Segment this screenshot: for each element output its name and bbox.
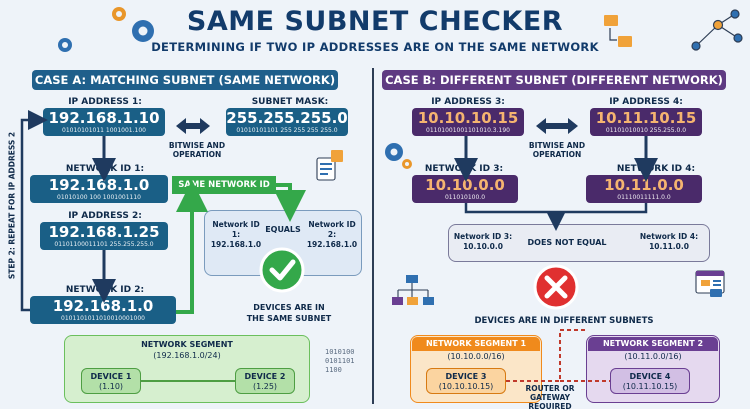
ip2-value: 192.168.1.25	[48, 223, 160, 241]
cmp-a-right-value: 192.168.1.0	[306, 240, 358, 249]
device-2-name: DEVICE 2	[244, 372, 286, 381]
cmp-b-right-label: Network ID 4:	[639, 232, 699, 241]
cmp-b-left-value: 10.10.0.0	[463, 242, 503, 251]
net1-value: 192.168.1.0	[48, 176, 150, 194]
network-icon	[691, 9, 743, 51]
segment-2-range: (10.11.0.0/16)	[624, 352, 682, 361]
mask-binary: 01010101101 255 255 255 255.0	[236, 127, 338, 134]
cmp-b-relation: DOES NOT EQUAL	[527, 238, 607, 247]
node-icon	[406, 275, 418, 283]
cmp-a-right: Network ID 2: 192.168.1.0	[303, 220, 361, 250]
bitwise-op-a: BITWISE AND OPERATION	[168, 141, 226, 159]
gear-icon	[132, 20, 154, 42]
ip3-box: 10.10.10.15 01101001001101010.3.190	[412, 108, 524, 136]
folder-icon	[604, 15, 632, 47]
net3-value: 10.10.0.0	[425, 176, 505, 194]
net2-connector	[176, 180, 208, 314]
ip1-value: 192.168.1.10	[48, 109, 160, 127]
merge-connector	[464, 203, 648, 214]
device-3: DEVICE 3 (10.10.10.15)	[426, 368, 506, 394]
ip4-label: IP ADDRESS 4:	[609, 97, 683, 107]
cmp-a-left-value: 192.168.1.0	[210, 240, 262, 249]
bitwise-op-b: BITWISE AND OPERATION	[528, 141, 586, 159]
net4-value: 10.11.0.0	[604, 176, 684, 194]
cmp-a-right-label: Network ID 2:	[308, 220, 356, 239]
browser-window-icon	[695, 270, 725, 297]
ip3-label: IP ADDRESS 3:	[431, 97, 505, 107]
net4-binary: 01110011111.0.0	[617, 194, 671, 201]
ip4-value: 10.11.10.15	[595, 109, 697, 127]
device-2-ip: (1.25)	[252, 382, 278, 391]
device-1: DEVICE 1 (1.10)	[81, 368, 141, 394]
center-divider	[372, 68, 374, 404]
check-icon	[259, 247, 305, 293]
cross-icon	[533, 264, 579, 310]
net2-value: 192.168.1.0	[52, 297, 154, 315]
ip4-box: 10.11.10.15 01101010010 255.255.0.0	[590, 108, 702, 136]
result-a: DEVICES ARE IN THE SAME SUBNET	[246, 303, 332, 323]
cmp-b-left-label: Network ID 3:	[453, 232, 513, 241]
device-2: DEVICE 2 (1.25)	[235, 368, 295, 394]
case-a-header: CASE A: MATCHING SUBNET (SAME NETWORK)	[32, 70, 338, 90]
segment-2-title: NETWORK SEGMENT 2	[588, 337, 718, 351]
page-subtitle: DETERMINING IF TWO IP ADDRESSES ARE ON T…	[151, 40, 599, 54]
net3-box: 10.10.0.0 011010100.0	[412, 175, 518, 203]
compare-box-b	[448, 224, 710, 262]
net2-binary: 0101101011010010001000	[61, 315, 145, 322]
ip1-box: 192.168.1.10 01010101011 1001001.100	[43, 108, 165, 136]
device-3-name: DEVICE 3	[445, 372, 487, 381]
same-id-connector	[274, 183, 306, 222]
gear-icon	[402, 159, 412, 169]
ip2-binary: 01101100011101 255.255.255.0	[54, 241, 154, 248]
mask-box: 255.255.255.0 01010101101 255 255 255 25…	[226, 108, 348, 136]
ip2-box: 192.168.1.25 01101100011101 255.255.255.…	[40, 222, 168, 250]
net3-binary: 011010100.0	[444, 194, 486, 201]
mask-label: SUBNET MASK:	[251, 97, 329, 107]
ip4-binary: 01101010010 255.255.0.0	[605, 127, 687, 134]
segment-a-range: (192.168.1.0/24)	[153, 351, 221, 360]
gear-icon	[112, 7, 126, 21]
router-dashed-link	[506, 329, 586, 382]
segment-1-title: NETWORK SEGMENT 1	[412, 337, 540, 351]
cmp-a-left-label: Network ID 1:	[212, 220, 260, 239]
ip3-value: 10.10.10.15	[417, 109, 519, 127]
result-b: DEVICES ARE IN DIFFERENT SUBNETS	[474, 316, 654, 326]
device-4-name: DEVICE 4	[629, 372, 671, 381]
net1-binary: 01010100 100 1001001110	[57, 194, 141, 201]
segment-1-range: (10.10.0.0/16)	[447, 352, 505, 361]
mask-value: 255.255.255.0	[226, 109, 348, 127]
device-1-name: DEVICE 1	[90, 372, 132, 381]
hierarchy-icon	[397, 282, 429, 297]
node-icon	[423, 297, 434, 305]
cmp-b-right-value: 10.11.0.0	[649, 242, 689, 251]
device-4-ip: (10.11.10.15)	[622, 382, 678, 391]
page-title: SAME SUBNET CHECKER	[186, 6, 564, 37]
segment-a-title: NETWORK SEGMENT	[141, 340, 233, 349]
arrow-bitwise-a	[176, 118, 210, 134]
ip2-label: IP ADDRESS 2:	[68, 211, 142, 221]
gear-icon	[58, 38, 72, 52]
ip1-label: IP ADDRESS 1:	[68, 97, 142, 107]
ip3-binary: 01101001001101010.3.190	[426, 127, 510, 134]
cmp-b-left: Network ID 3: 10.10.0.0	[452, 232, 514, 252]
document-icon	[316, 150, 343, 181]
router-note: ROUTER OR GATEWAY REQUIRED	[525, 384, 575, 409]
device-1-ip: (1.10)	[98, 382, 124, 391]
arrow-bitwise-b	[536, 118, 578, 134]
gear-icon	[385, 143, 403, 161]
device-4: DEVICE 4 (10.11.10.15)	[610, 368, 690, 394]
device-3-ip: (10.10.10.15)	[438, 382, 494, 391]
node-icon	[407, 297, 418, 305]
ip1-binary: 01010101011 1001001.100	[62, 127, 146, 134]
binary-decoration: 1010100 0101101 1100	[325, 348, 355, 374]
cmp-a-left: Network ID 1: 192.168.1.0	[208, 220, 264, 250]
cmp-b-right: Network ID 4: 10.11.0.0	[630, 232, 708, 252]
repeat-loop-arrow	[20, 110, 48, 312]
cmp-a-relation: EQUALS	[265, 225, 301, 234]
case-b-header: CASE B: DIFFERENT SUBNET (DIFFERENT NETW…	[382, 70, 726, 90]
node-icon	[392, 297, 403, 305]
